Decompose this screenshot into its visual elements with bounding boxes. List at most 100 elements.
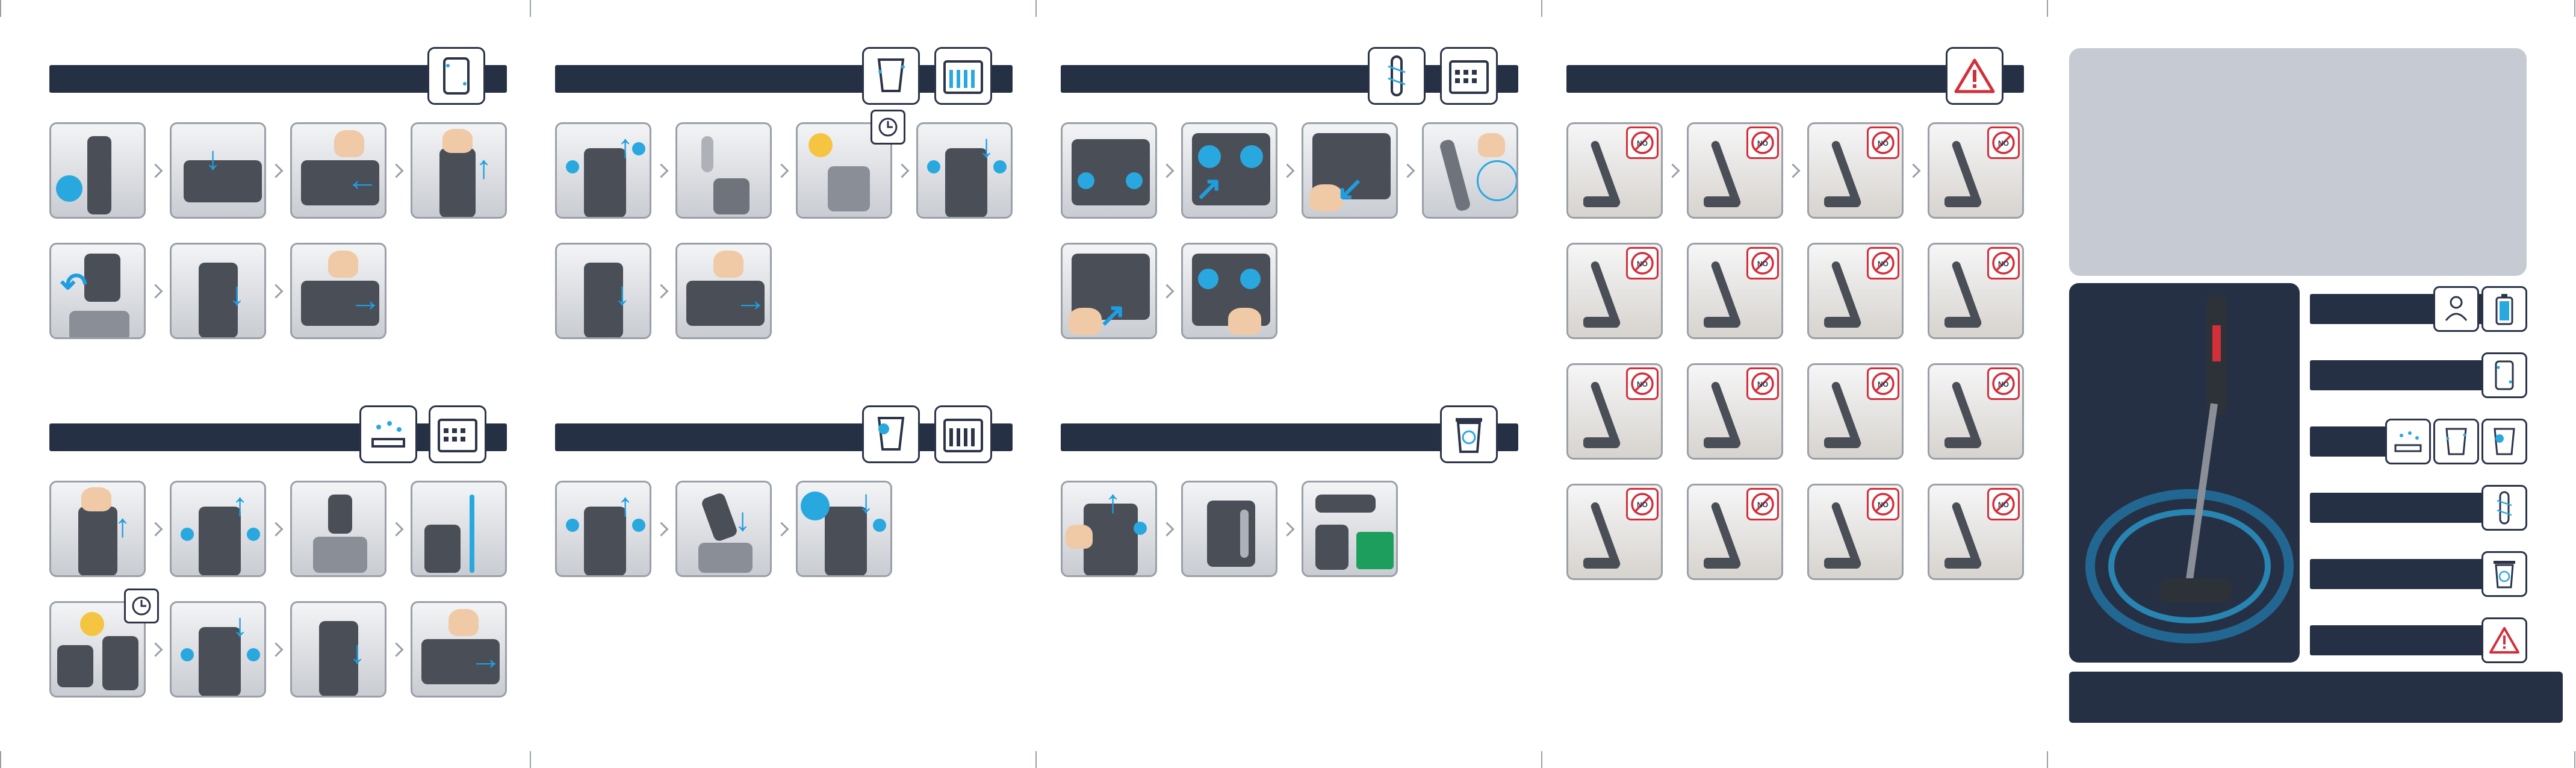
step-tile xyxy=(1181,243,1277,339)
step-arrow xyxy=(148,163,163,178)
no-badge: NO xyxy=(1987,367,2020,400)
step-arrow xyxy=(1159,284,1175,299)
warning-tile-cleaner: NO xyxy=(1566,363,1663,460)
step-tile xyxy=(796,122,892,219)
crop-mark xyxy=(0,0,1,17)
no-badge-label: NO xyxy=(1878,260,1889,268)
step-tile xyxy=(675,122,772,219)
step-tile: ↓ xyxy=(170,243,266,339)
step-tile xyxy=(290,481,386,577)
step-tile xyxy=(411,481,507,577)
no-badge-label: NO xyxy=(1998,260,2009,268)
step-tile xyxy=(1302,481,1398,577)
warning-tile-shower: NO xyxy=(1807,122,1904,219)
crop-mark xyxy=(1541,0,1542,17)
legend-bar xyxy=(2310,360,2484,390)
crop-mark xyxy=(530,0,531,17)
no-badge: NO xyxy=(1626,126,1659,159)
user-manual-icon xyxy=(2433,286,2479,332)
step-tile: ↓ xyxy=(290,601,386,698)
brush-roll-icon xyxy=(2481,485,2527,531)
step-arrow xyxy=(268,284,284,299)
legend-bar xyxy=(2310,493,2484,523)
warning-tile-radiator: NO xyxy=(1566,243,1663,339)
step-arrow xyxy=(389,163,404,178)
vacuum-illustration xyxy=(2085,295,2294,643)
no-badge-label: NO xyxy=(1757,501,1768,509)
no-badge: NO xyxy=(1746,488,1779,520)
timer-icon xyxy=(124,588,159,623)
step-tile: ↓ xyxy=(170,122,266,219)
warning-tile-spray: NO xyxy=(1928,243,2024,339)
step-tile: → xyxy=(675,243,772,339)
warning-tile-charger: NO xyxy=(1807,484,1904,580)
warning-tile-thermo: NO xyxy=(1687,243,1783,339)
step-tile xyxy=(1061,122,1157,219)
warning-tile-chemicals: NO xyxy=(1807,243,1904,339)
legend-bar xyxy=(2310,559,2484,589)
dust-container-icon xyxy=(2481,352,2527,398)
cyclone-filter-icon xyxy=(2481,419,2527,464)
no-badge: NO xyxy=(1867,126,1899,159)
step-arrow xyxy=(1906,163,1921,178)
step-arrow xyxy=(268,642,284,657)
no-badge: NO xyxy=(1987,126,2020,159)
step-arrow xyxy=(148,522,163,537)
no-badge: NO xyxy=(1746,126,1779,159)
warning-tile-bottle: NO xyxy=(1928,363,2024,460)
warning-tile-handheld: NO xyxy=(1566,484,1663,580)
battery-icon xyxy=(2481,286,2527,332)
step-tile: ↑ xyxy=(555,122,651,219)
no-badge-label: NO xyxy=(1757,260,1768,268)
step-tile: ↓ xyxy=(675,481,772,577)
warning-tile-crossed: NO xyxy=(1928,484,2024,580)
step-tile xyxy=(1422,122,1518,219)
step-tile: ↑ xyxy=(555,481,651,577)
step-tile: ↑ xyxy=(1061,481,1157,577)
wash-icon xyxy=(2385,419,2431,464)
crop-mark xyxy=(1035,0,1037,17)
step-tile: ↓ xyxy=(555,243,651,339)
step-tile: ↗ xyxy=(1181,122,1277,219)
step-arrow xyxy=(1159,522,1175,537)
calendar-icon xyxy=(934,405,992,463)
step-arrow xyxy=(148,642,163,657)
no-badge: NO xyxy=(1626,488,1659,520)
warning-triangle-icon xyxy=(2481,617,2527,663)
legend-bar xyxy=(2310,625,2484,655)
step-arrow xyxy=(389,522,404,537)
no-badge-label: NO xyxy=(1998,380,2009,389)
no-badge: NO xyxy=(1987,488,2020,520)
no-badge-label: NO xyxy=(1637,380,1648,389)
footer-bar xyxy=(2069,672,2563,723)
warning-tile-fireplace: NO xyxy=(1807,363,1904,460)
filter-icon xyxy=(862,47,920,105)
step-arrow xyxy=(1159,163,1175,178)
step-tile xyxy=(49,601,146,698)
no-badge-label: NO xyxy=(1998,139,2009,148)
no-badge-label: NO xyxy=(1757,380,1768,389)
no-badge-label: NO xyxy=(1637,260,1648,268)
wash-icon xyxy=(359,405,417,463)
crop-mark xyxy=(2047,751,2048,768)
step-tile: → xyxy=(290,243,386,339)
product-panel xyxy=(2069,283,2300,663)
step-tile xyxy=(1181,481,1277,577)
no-badge-label: NO xyxy=(1757,139,1768,148)
step-tile: ↓ xyxy=(170,601,266,698)
recycle-bin-icon xyxy=(2481,551,2527,597)
step-arrow xyxy=(774,522,789,537)
crop-mark xyxy=(1541,751,1542,768)
dust-container-icon xyxy=(427,47,485,105)
step-arrow xyxy=(268,522,284,537)
calendar-icon xyxy=(934,47,992,105)
warning-tile-floor: NO xyxy=(1566,122,1663,219)
cyclone-filter-icon xyxy=(862,405,920,463)
step-arrow xyxy=(895,163,910,178)
no-badge: NO xyxy=(1626,367,1659,400)
step-arrow xyxy=(1786,163,1801,178)
step-tile: ↑ xyxy=(170,481,266,577)
no-badge: NO xyxy=(1867,488,1899,520)
no-badge: NO xyxy=(1746,367,1779,400)
warning-tile-handheld: NO xyxy=(1687,484,1783,580)
